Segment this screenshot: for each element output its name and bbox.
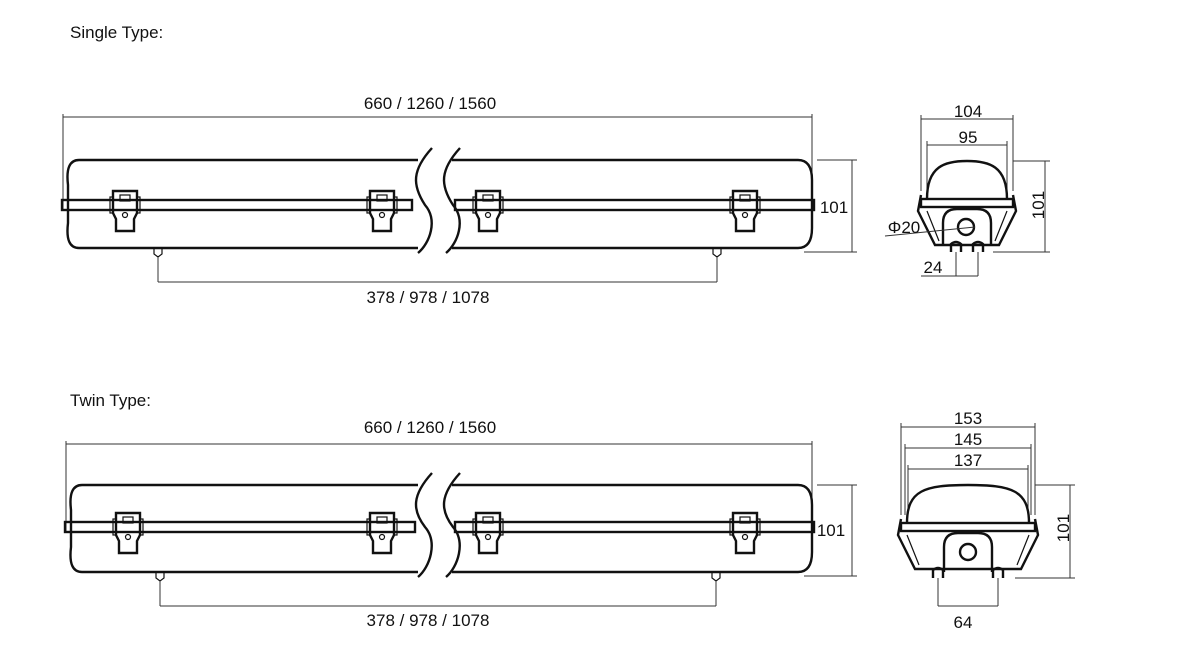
clip-hinge — [756, 196, 761, 214]
twin-end-view — [896, 423, 1075, 607]
twin-end-height-label: 101 — [1054, 514, 1073, 542]
clip-hinge — [472, 518, 477, 536]
twin-overall-length-label: 660 / 1260 / 1560 — [364, 418, 496, 437]
clip-rivet — [378, 533, 386, 541]
twin-end-inner-width-label: 137 — [954, 451, 982, 470]
clip-latch — [109, 189, 141, 233]
single-end-view — [884, 115, 1050, 277]
clip-hinge — [472, 196, 477, 214]
clip-hinge — [729, 196, 734, 214]
end-foot — [971, 240, 985, 252]
twin-type-title: Twin Type: — [70, 391, 151, 410]
clip-hinge — [729, 518, 734, 536]
clip-rivet — [378, 211, 386, 219]
clip-hinge — [499, 518, 504, 536]
fixture-body — [69, 483, 814, 574]
cable-entry-label: Φ20 — [888, 218, 920, 237]
cable-entry-hole — [958, 542, 978, 562]
end-foot — [949, 240, 963, 252]
clip-latch — [729, 511, 761, 555]
base-housing — [941, 207, 993, 246]
clip-slot — [739, 516, 751, 524]
clip-rivet — [484, 533, 492, 541]
break-mark — [442, 472, 461, 578]
diffuser-rail — [453, 198, 816, 212]
single-overall-length-label: 660 / 1260 / 1560 — [364, 94, 496, 113]
clip-latch — [112, 511, 144, 555]
cable-entry-leader — [884, 226, 976, 237]
housing-rim — [919, 197, 1015, 209]
clip-latch — [472, 189, 504, 233]
diffuser-rail — [453, 520, 816, 534]
diffuser-rail — [60, 198, 414, 212]
clip-slot — [119, 194, 131, 202]
clip-hinge — [109, 196, 114, 214]
clip-hinge — [112, 518, 117, 536]
twin-foot-spacing-label: 64 — [954, 613, 973, 632]
housing-rim — [899, 521, 1037, 533]
twin-end-outer-width-label: 153 — [954, 409, 982, 428]
clip-slot — [482, 194, 494, 202]
single-end-height-label: 101 — [1029, 191, 1048, 219]
mounting-foot — [153, 248, 163, 258]
clip-hinge — [366, 518, 371, 536]
clip-slot — [739, 194, 751, 202]
clip-slot — [482, 516, 494, 524]
clip-detail — [906, 534, 1030, 566]
break-mark — [442, 147, 461, 254]
mounting-foot — [155, 572, 165, 582]
twin-height-label: 101 — [817, 521, 845, 540]
break-mark — [414, 147, 433, 254]
clip-rivet — [741, 533, 749, 541]
single-type-title: Single Type: — [70, 23, 163, 42]
end-foot — [931, 566, 945, 578]
diffuser-rail — [63, 520, 417, 534]
clip-slot — [376, 516, 388, 524]
clip-sides — [916, 194, 1018, 247]
clip-slot — [122, 516, 134, 524]
clip-rivet — [484, 211, 492, 219]
clip-hinge — [756, 518, 761, 536]
end-foot — [991, 566, 1005, 578]
clip-slot — [376, 194, 388, 202]
mounting-foot — [712, 248, 722, 258]
fixture-body — [66, 158, 814, 250]
base-housing — [942, 531, 994, 572]
mounting-foot — [711, 572, 721, 582]
clip-hinge — [136, 196, 141, 214]
single-end-inner-width-label: 95 — [959, 128, 978, 147]
single-foot-spacing-label: 24 — [924, 258, 943, 277]
single-mount-distance-label: 378 / 978 / 1078 — [367, 288, 490, 307]
clip-latch — [472, 511, 504, 555]
clip-detail — [926, 210, 1008, 242]
clip-sides — [896, 518, 1040, 571]
clip-rivet — [741, 211, 749, 219]
clip-hinge — [139, 518, 144, 536]
clip-latch — [366, 511, 398, 555]
single-height-label: 101 — [820, 198, 848, 217]
clip-hinge — [366, 196, 371, 214]
twin-side-view — [63, 441, 857, 607]
twin-mount-distance-label: 378 / 978 / 1078 — [367, 611, 490, 630]
clip-hinge — [393, 196, 398, 214]
twin-end-mid-width-label: 145 — [954, 430, 982, 449]
single-end-outer-width-label: 104 — [954, 102, 982, 121]
diffuser-cover — [925, 159, 1009, 200]
clip-rivet — [124, 533, 132, 541]
clip-latch — [366, 189, 398, 233]
clip-hinge — [393, 518, 398, 536]
diffuser-cover — [905, 483, 1031, 524]
single-side-view — [60, 114, 857, 283]
break-mark — [414, 472, 433, 578]
clip-hinge — [499, 196, 504, 214]
clip-rivet — [121, 211, 129, 219]
clip-latch — [729, 189, 761, 233]
